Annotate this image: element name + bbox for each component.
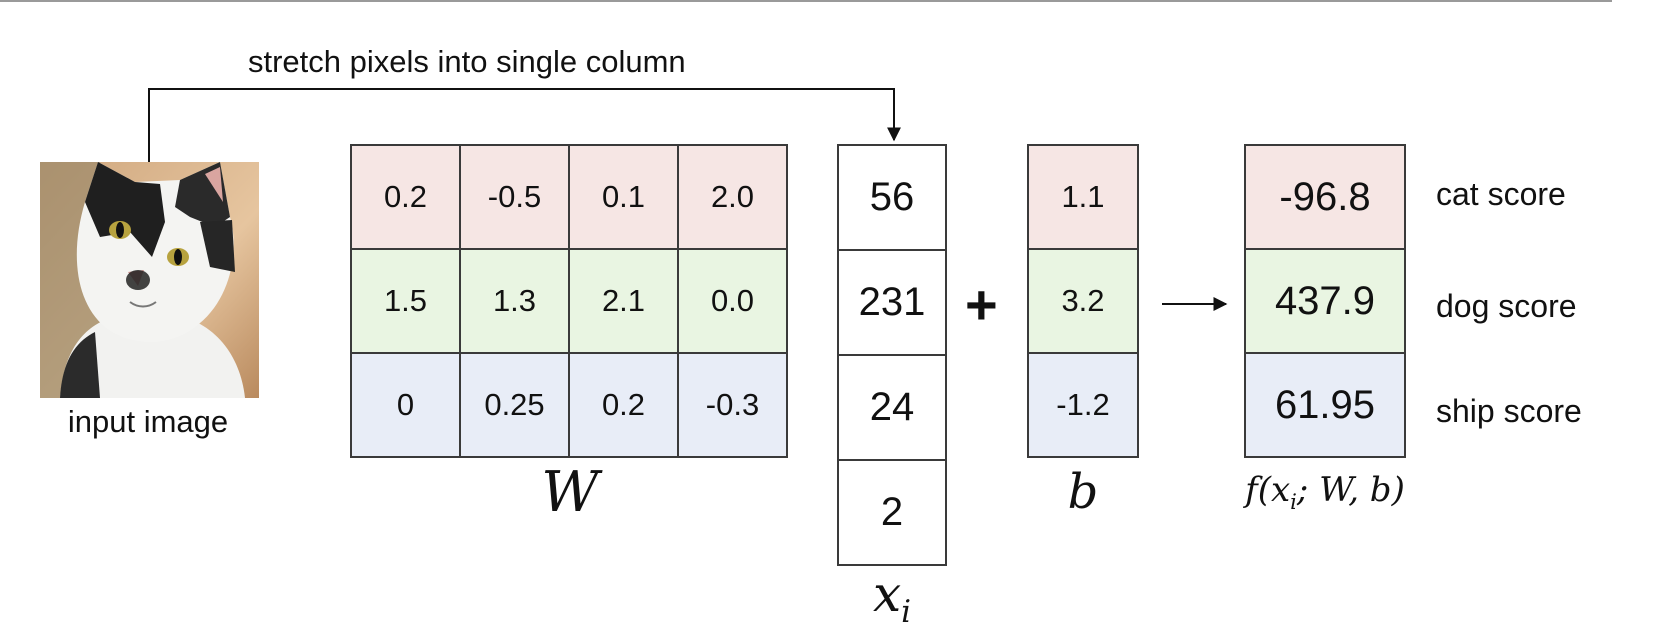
w-cell: 1.5 bbox=[350, 248, 461, 354]
w-cell: 1.3 bbox=[459, 248, 570, 354]
w-cell: 0.25 bbox=[459, 352, 570, 458]
cat-score-label: cat score bbox=[1436, 176, 1566, 212]
stretch-connector-line bbox=[148, 88, 901, 162]
b-cell: 1.1 bbox=[1027, 144, 1139, 250]
x-cell: 56 bbox=[837, 144, 947, 251]
b-cell: -1.2 bbox=[1027, 352, 1139, 458]
w-cell: 0.1 bbox=[568, 144, 679, 250]
dog-score-label: dog score bbox=[1436, 288, 1577, 324]
stretch-caption: stretch pixels into single column bbox=[248, 44, 686, 79]
weight-symbol: W bbox=[541, 460, 599, 525]
x-cell: 24 bbox=[837, 354, 947, 461]
score-cell: 61.95 bbox=[1244, 352, 1406, 458]
input-image-label: input image bbox=[67, 404, 229, 439]
w-cell: 2.0 bbox=[677, 144, 788, 250]
score-cell: -96.8 bbox=[1244, 144, 1406, 250]
plus-operator: + bbox=[965, 273, 998, 336]
x-cell: 2 bbox=[837, 459, 947, 566]
score-formula: f(xi; W, b) bbox=[1245, 470, 1405, 514]
b-cell: 3.2 bbox=[1027, 248, 1139, 354]
cat-photo-icon bbox=[40, 162, 259, 398]
w-cell: 2.1 bbox=[568, 248, 679, 354]
top-divider bbox=[0, 0, 1612, 2]
w-cell: 0.2 bbox=[568, 352, 679, 458]
score-cell: 437.9 bbox=[1244, 248, 1406, 354]
w-cell: -0.3 bbox=[677, 352, 788, 458]
bias-symbol: b bbox=[1067, 464, 1099, 520]
w-cell: -0.5 bbox=[459, 144, 570, 250]
w-cell: 0 bbox=[350, 352, 461, 458]
x-symbol: xi bbox=[872, 565, 912, 630]
ship-score-label: ship score bbox=[1436, 393, 1582, 429]
x-cell: 231 bbox=[837, 249, 947, 356]
w-cell: 0.2 bbox=[350, 144, 461, 250]
w-cell: 0.0 bbox=[677, 248, 788, 354]
